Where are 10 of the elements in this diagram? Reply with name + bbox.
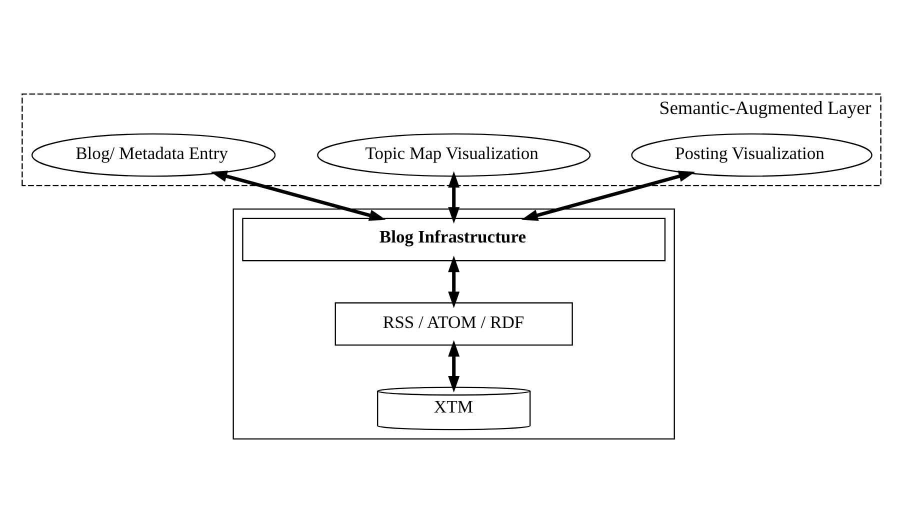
arrow (448, 255, 460, 308)
node-ellipse: Posting Visualization (631, 132, 872, 176)
node-ellipse: Topic Map Visualization (317, 132, 591, 176)
arrow (521, 170, 696, 220)
node-box: RSS / ATOM / RDF (334, 302, 573, 346)
arrow (448, 340, 460, 392)
arrow (448, 170, 460, 224)
arrow (210, 170, 386, 220)
node-ellipse: Blog/ Metadata Entry (32, 132, 276, 176)
node-box: Blog Infrastructure (242, 217, 666, 261)
